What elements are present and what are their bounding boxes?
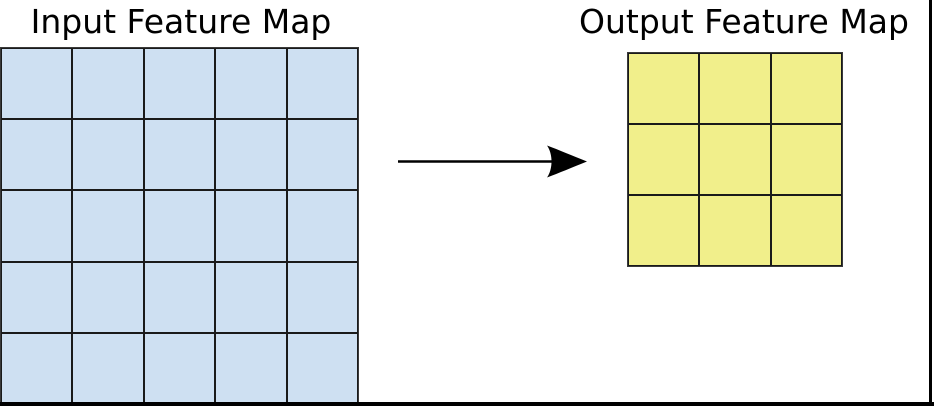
grid-cell [286, 190, 358, 262]
grid-cell [72, 119, 144, 191]
grid-cell [1, 119, 73, 191]
grid-cell [770, 124, 842, 195]
grid-cell [286, 261, 358, 333]
grid-cell [72, 261, 144, 333]
grid-cell [143, 48, 216, 120]
grid-cell [628, 195, 700, 266]
output-feature-map-grid [627, 52, 843, 267]
grid-cell [215, 190, 287, 262]
grid-cell [1, 332, 73, 404]
grid-cell [699, 124, 771, 195]
grid-cell [770, 53, 842, 124]
grid-cell [143, 190, 216, 262]
grid-cell [215, 48, 287, 120]
figure-frame-bottom-border [0, 402, 934, 406]
grid-cell [628, 53, 700, 124]
grid-cell [143, 261, 216, 333]
grid-cell [143, 332, 216, 404]
grid-cell [699, 53, 771, 124]
grid-cell [215, 119, 287, 191]
input-feature-map-title: Input Feature Map [30, 2, 332, 41]
grid-cell [770, 195, 842, 266]
right-arrow-icon [398, 145, 587, 178]
output-feature-map-title: Output Feature Map [579, 2, 909, 41]
grid-cell [1, 48, 73, 120]
grid-cell [286, 332, 358, 404]
grid-cell [286, 48, 358, 120]
grid-cell [72, 190, 144, 262]
grid-cell [286, 119, 358, 191]
grid-cell [215, 261, 287, 333]
grid-cell [699, 195, 771, 266]
grid-cell [215, 332, 287, 404]
grid-cell [628, 124, 700, 195]
figure-frame-right-border [929, 0, 932, 406]
grid-cell [1, 261, 73, 333]
grid-cell [143, 119, 216, 191]
grid-cell [72, 48, 144, 120]
grid-cell [72, 332, 144, 404]
arrow-head [547, 145, 587, 178]
grid-cell [1, 190, 73, 262]
input-feature-map-grid [0, 47, 359, 405]
